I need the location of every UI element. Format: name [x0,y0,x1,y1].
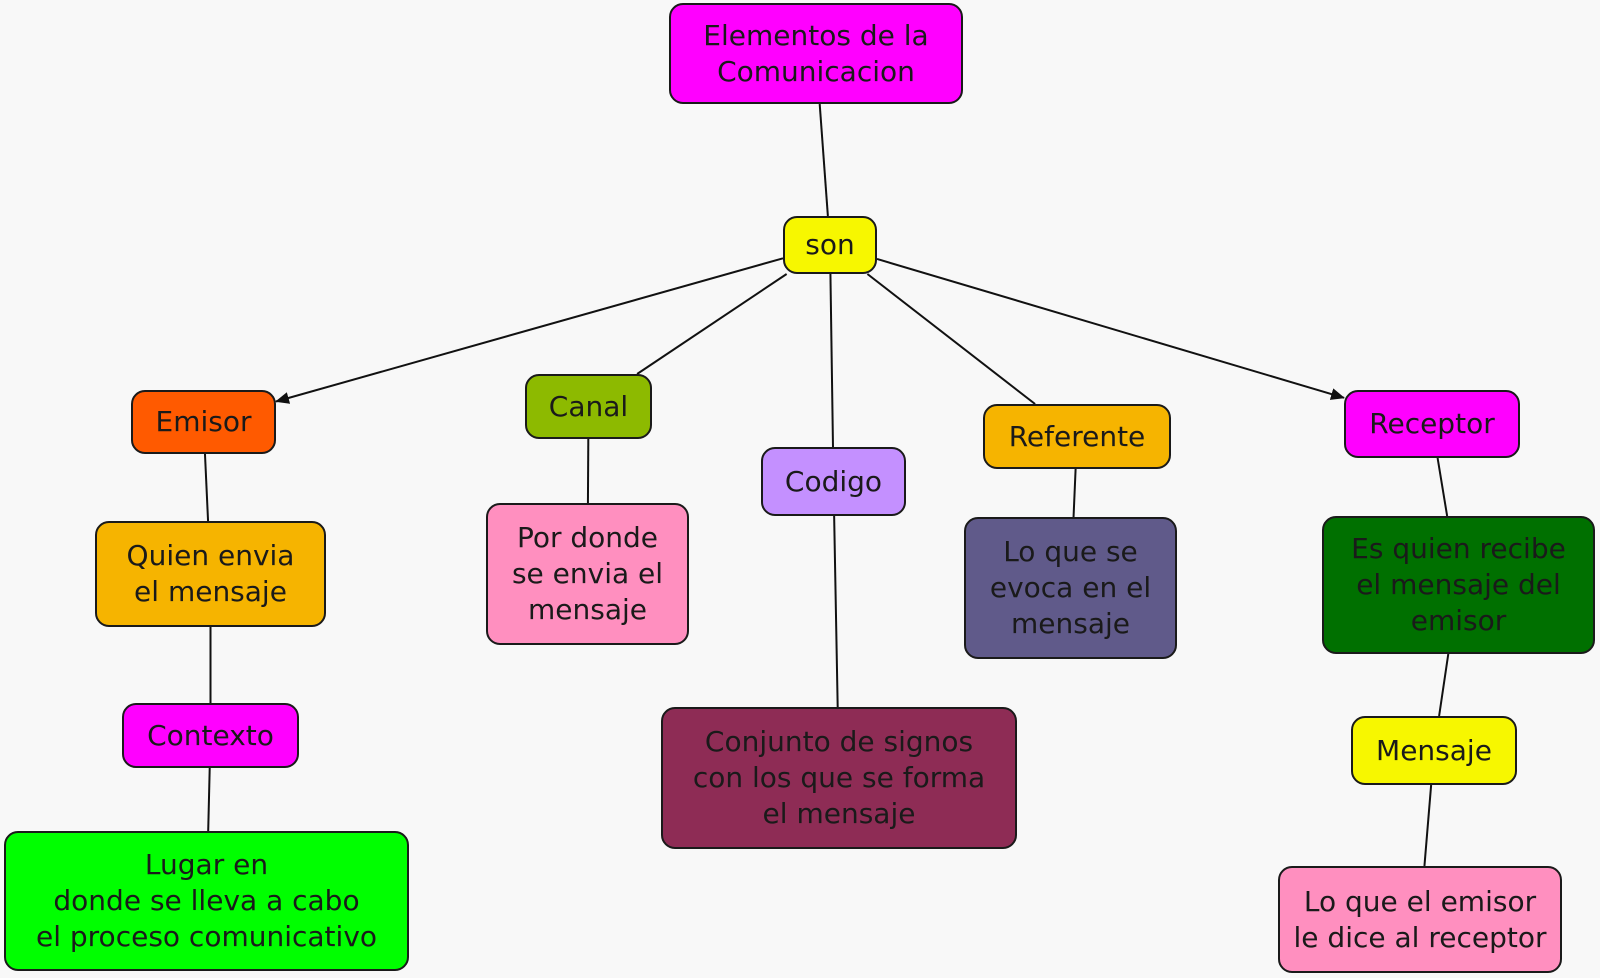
node-codigo: Codigo [761,447,906,516]
connector-son-canal [636,273,788,375]
connector-son-codigo [829,273,834,448]
node-lo-que-el-emisor-dice: Lo que el emisor le dice al receptor [1278,866,1562,973]
connector-emisor-quien [203,453,210,522]
node-emisor: Emisor [131,390,276,454]
node-elementos-de-la-comunicacion: Elementos de la Comunicacion [669,3,963,104]
connector-son-emisor-arrow [275,257,784,404]
node-quien-envia-el-mensaje: Quien envia el mensaje [95,521,326,627]
connector-mensaje-loqueemisor [1423,784,1433,867]
connector-esquien-mensaje [1438,653,1450,717]
connector-root-son [818,103,829,217]
node-contexto: Contexto [122,703,299,768]
node-conjunto-de-signos: Conjunto de signos con los que se forma … [661,707,1017,849]
connector-contexto-lugar [207,767,211,832]
node-referente: Referente [983,404,1171,469]
node-receptor: Receptor [1344,390,1520,458]
connector-son-receptor-arrow [876,258,1345,400]
node-por-donde-se-envia: Por donde se envia el mensaje [486,503,689,645]
connector-son-referente [866,273,1036,405]
connector-receptor-esquien [1436,457,1449,517]
node-lo-que-se-evoca: Lo que se evoca en el mensaje [964,517,1177,659]
node-son: son [783,216,877,274]
connector-codigo-conjunto [833,515,839,708]
node-es-quien-recibe: Es quien recibe el mensaje del emisor [1322,516,1595,654]
node-mensaje: Mensaje [1351,716,1517,785]
node-lugar-proceso-comunicativo: Lugar en donde se lleva a cabo el proces… [4,831,409,971]
node-canal: Canal [525,374,652,439]
connector-referente-loque [1072,468,1077,518]
